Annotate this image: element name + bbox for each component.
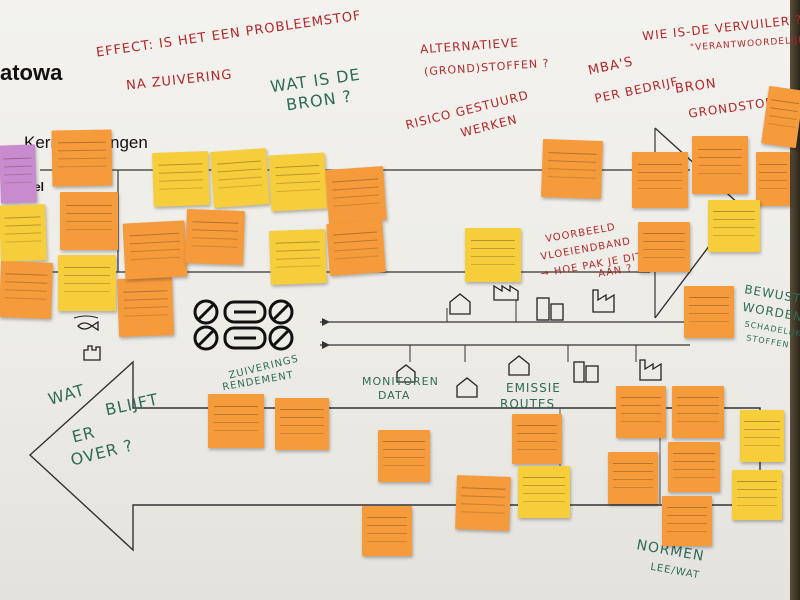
sticky-note bbox=[122, 220, 188, 280]
hw-data: DATA bbox=[378, 389, 411, 402]
sticky-note bbox=[518, 466, 570, 518]
hand-icon bbox=[83, 345, 101, 361]
sticky-note bbox=[0, 204, 47, 262]
sticky-note bbox=[117, 277, 174, 337]
sticky-note bbox=[465, 228, 521, 282]
sticky-note bbox=[51, 129, 113, 187]
house-icon bbox=[396, 293, 530, 398]
section-fragment-tail: ngen bbox=[110, 133, 148, 152]
board-edge bbox=[790, 0, 800, 600]
hw-routes: ROUTES bbox=[500, 397, 556, 411]
sticky-note bbox=[362, 506, 412, 556]
factory-icon bbox=[493, 284, 662, 381]
sticky-note bbox=[0, 144, 38, 204]
sticky-note bbox=[512, 414, 562, 464]
sticky-note bbox=[541, 138, 603, 200]
sticky-note bbox=[0, 261, 53, 319]
no-sign-icon bbox=[193, 299, 294, 351]
hw-emissie: EMISSIE bbox=[506, 381, 561, 395]
sticky-note bbox=[210, 148, 270, 208]
sticky-note bbox=[732, 470, 782, 520]
sticky-note bbox=[632, 152, 688, 208]
office-building-icon bbox=[536, 297, 599, 383]
sticky-note bbox=[692, 136, 748, 194]
side-fragment: el bbox=[34, 180, 45, 194]
pipe-icon bbox=[223, 300, 267, 350]
hw-monitoren: MONITOREN bbox=[362, 375, 439, 388]
sticky-note bbox=[616, 386, 666, 438]
sticky-note bbox=[638, 222, 690, 272]
sticky-note bbox=[761, 85, 800, 149]
sticky-note bbox=[269, 229, 327, 285]
sticky-note bbox=[325, 166, 387, 224]
sticky-note bbox=[185, 209, 245, 265]
sticky-note bbox=[378, 430, 430, 482]
sticky-note bbox=[740, 410, 784, 462]
sticky-note bbox=[684, 286, 734, 338]
sticky-note bbox=[60, 192, 118, 250]
sticky-note bbox=[268, 152, 328, 212]
sticky-note bbox=[662, 496, 712, 546]
fish-icon bbox=[73, 315, 99, 332]
sticky-note bbox=[672, 386, 724, 438]
sticky-note bbox=[455, 475, 511, 531]
sticky-note bbox=[275, 398, 329, 450]
sticky-note bbox=[326, 220, 386, 276]
sticky-note bbox=[608, 452, 658, 504]
sticky-note bbox=[668, 442, 720, 492]
sticky-note bbox=[152, 151, 210, 207]
sticky-note bbox=[58, 255, 116, 311]
brand-fragment: atowa bbox=[0, 60, 63, 85]
sticky-note bbox=[756, 152, 790, 206]
sticky-note bbox=[208, 394, 264, 448]
sticky-note bbox=[708, 200, 760, 252]
